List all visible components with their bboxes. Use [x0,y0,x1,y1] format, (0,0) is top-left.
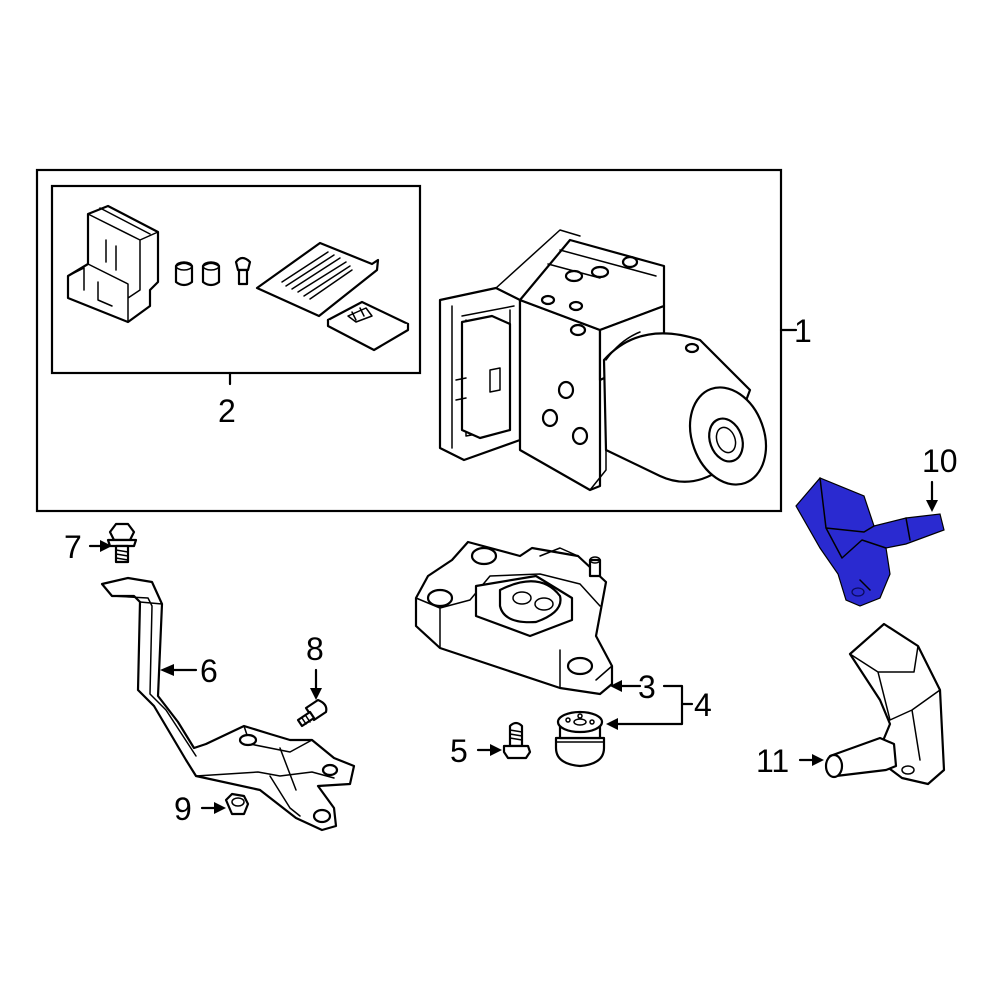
mounting-bracket [414,540,614,696]
speed-sensor-11 [824,622,946,786]
bolt-8 [296,698,328,728]
callout-9: 9 [174,791,192,827]
speed-sensor-highlighted [795,477,945,607]
repair-kit-frame [50,184,422,375]
bracket-part [100,576,356,832]
callout-7: 7 [64,529,82,565]
callout-1: 1 [794,313,812,349]
callout-3: 3 [638,669,656,705]
bolt-7 [106,522,138,564]
callout-4: 4 [694,687,712,723]
callout-2: 2 [218,393,236,429]
callout-8: 8 [306,631,324,667]
nut-9 [224,792,250,816]
bolt-5 [502,721,532,760]
callout-5: 5 [450,733,468,769]
grommet-4 [554,710,606,768]
assembly-frame [35,168,783,513]
callout-11: 11 [756,743,789,779]
abs-hydraulic-unit [438,229,768,492]
callout-10: 10 [922,443,958,479]
repair-kit-parts [66,204,410,352]
callout-6: 6 [200,653,218,689]
